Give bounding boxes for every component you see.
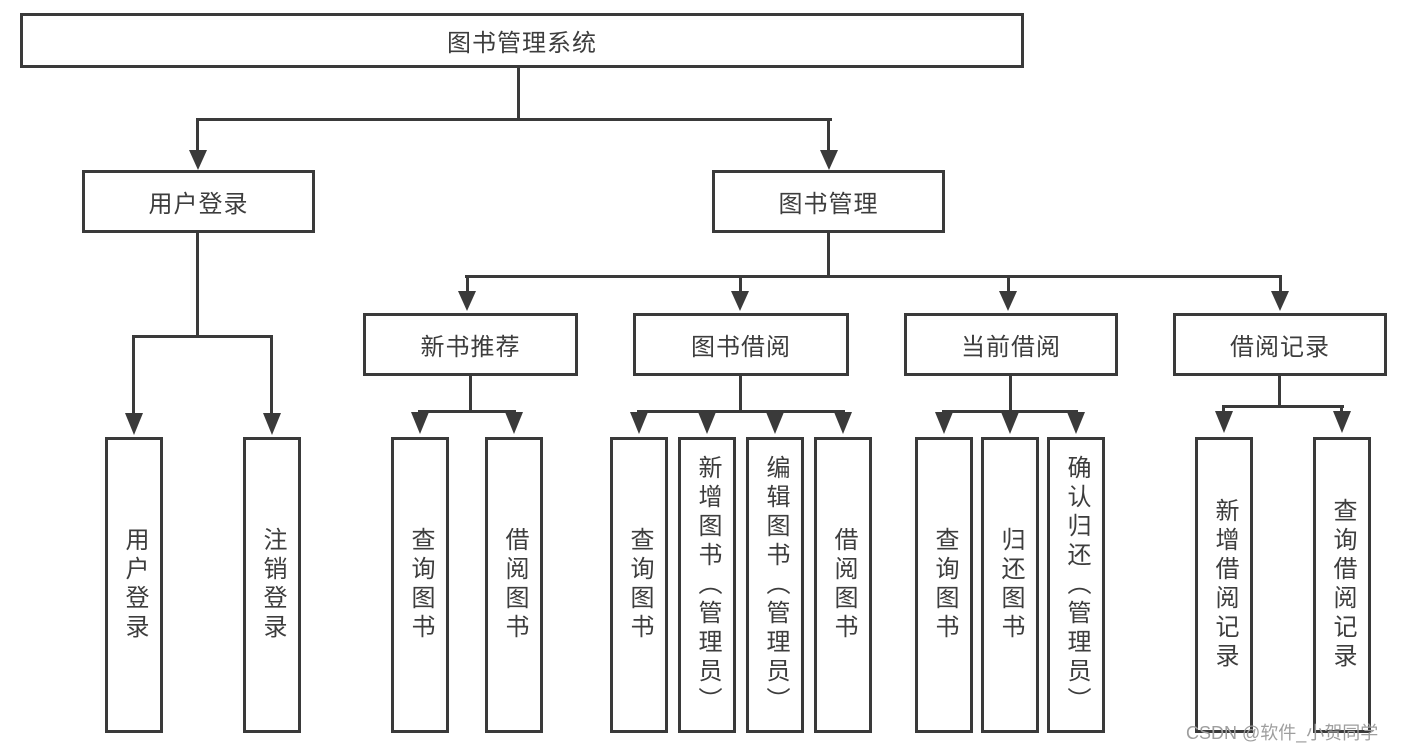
node-label: 图书管理系统 [447,30,597,57]
connector-line [469,376,472,410]
node-new-book-recommend: 新书推荐 [363,313,578,376]
arrow-down-icon [263,413,281,435]
leaf-add-book-admin: 新增图书（管理员） [678,437,736,733]
node-label: 确认归还（管理员） [1063,454,1090,716]
connector-line [1222,405,1344,408]
node-library-system: 图书管理系统 [20,13,1024,68]
connector-line [827,118,830,152]
connector-line [1279,275,1282,293]
node-label: 借阅图书 [830,527,857,643]
leaf-edit-book-admin: 编辑图书（管理员） [746,437,804,733]
connector-line [517,68,520,118]
arrow-down-icon [1215,411,1233,433]
node-label: 新增图书（管理员） [694,454,721,716]
connector-line [418,410,516,413]
leaf-user-login: 用户登录 [105,437,163,733]
leaf-query-book-borrowing: 查询图书 [610,437,668,733]
node-label: 用户登录 [148,191,249,218]
node-label: 当前借阅 [961,334,1061,361]
leaf-query-book-recommend: 查询图书 [391,437,449,733]
arrow-down-icon [935,412,953,434]
node-label: 图书管理 [778,191,879,218]
arrow-down-icon [1001,412,1019,434]
arrow-down-icon [125,413,143,435]
arrow-down-icon [766,412,784,434]
node-label: 新书推荐 [420,334,521,361]
arrow-down-icon [731,291,749,311]
node-label: 查询图书 [931,527,958,643]
arrow-down-icon [820,150,838,170]
leaf-return-book: 归还图书 [981,437,1039,733]
leaf-add-borrow-record: 新增借阅记录 [1195,437,1253,733]
connector-line [1222,405,1225,413]
node-label: 注销登录 [259,527,286,643]
node-label: 查询借阅记录 [1329,498,1356,672]
node-user-login: 用户登录 [82,170,315,233]
leaf-query-book-current: 查询图书 [915,437,973,733]
leaf-borrow-book: 借阅图书 [814,437,872,733]
csdn-watermark: CSDN @软件_小贺同学 [1186,723,1379,743]
arrow-down-icon [999,291,1017,311]
node-label: 查询图书 [626,527,653,643]
node-book-management: 图书管理 [712,170,945,233]
node-label: 归还图书 [997,527,1024,643]
connector-line [132,335,135,413]
leaf-logout: 注销登录 [243,437,301,733]
connector-line [1278,376,1281,405]
arrow-down-icon [411,412,429,434]
arrow-down-icon [458,291,476,311]
connector-line [196,118,832,121]
connector-line [132,335,273,338]
node-book-borrowing: 图书借阅 [633,313,849,376]
arrow-down-icon [698,412,716,434]
connector-line [827,233,830,275]
node-label: 借阅记录 [1230,334,1330,361]
node-label: 新增借阅记录 [1211,498,1238,672]
connector-line [1007,275,1010,293]
node-current-borrowing: 当前借阅 [904,313,1118,376]
node-borrow-records: 借阅记录 [1173,313,1387,376]
connector-line [739,275,742,293]
connector-line [465,275,1281,278]
connector-line [196,118,199,152]
leaf-borrow-book-recommend: 借阅图书 [485,437,543,733]
node-label: 借阅图书 [501,527,528,643]
arrow-down-icon [1333,411,1351,433]
node-label: 查询图书 [407,527,434,643]
arrow-down-icon [1067,412,1085,434]
connector-line [1009,376,1012,410]
connector-line [942,410,1078,413]
connector-line [1340,405,1343,413]
node-label: 编辑图书（管理员） [762,454,789,716]
leaf-confirm-return-admin: 确认归还（管理员） [1047,437,1105,733]
arrow-down-icon [834,412,852,434]
arrow-down-icon [189,150,207,170]
connector-line [466,275,469,293]
connector-line [196,233,199,335]
arrow-down-icon [1271,291,1289,311]
node-label: 图书借阅 [691,334,791,361]
node-label: 用户登录 [121,527,148,643]
leaf-query-borrow-record: 查询借阅记录 [1313,437,1371,733]
connector-line [637,410,845,413]
connector-line [270,335,273,413]
arrow-down-icon [630,412,648,434]
arrow-down-icon [505,412,523,434]
connector-line [739,376,742,410]
